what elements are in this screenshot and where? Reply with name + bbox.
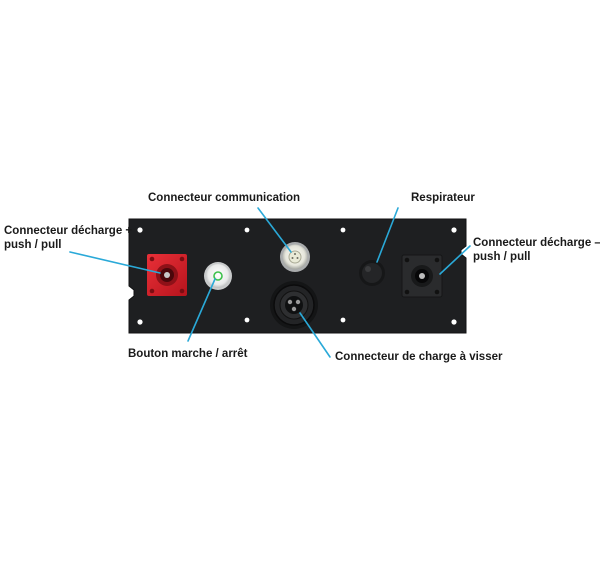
screw-hole [244,317,250,323]
label-communication: Connecteur communication [148,192,301,204]
power-button [204,262,232,290]
leader-lines [69,207,471,358]
label-discharge-plus-line1: Connecteur décharge + [4,225,133,237]
mounting-panel [128,218,467,334]
screw-hole [244,227,250,233]
leader-line-power-button [187,278,216,342]
label-discharge-plus: Connecteur décharge + push / pull [4,224,132,252]
discharge-minus-connector [401,254,443,298]
leader-line-discharge-plus [69,251,161,274]
charge-connector [270,281,318,329]
leader-line-breather [376,207,399,263]
label-charge-connector: Connecteur de charge à visser [335,351,503,363]
leader-line-charge-connector [299,312,331,358]
leader-line-discharge-minus [439,245,471,275]
screw-hole [451,319,457,325]
screw-hole [451,227,457,233]
power-led-ring [213,271,223,281]
breather-vent [359,260,385,286]
screw-hole [340,227,346,233]
label-discharge-minus-line1: Connecteur décharge – [473,237,600,249]
label-discharge-minus-line2: push / pull [473,251,531,263]
label-discharge-minus: Connecteur décharge – push / pull [473,236,600,264]
label-discharge-plus-line2: push / pull [4,239,62,251]
communication-connector [280,242,310,272]
screw-hole [137,227,143,233]
discharge-plus-connector [147,254,187,296]
leader-line-communication [257,207,292,253]
label-power-button: Bouton marche / arrêt [128,348,248,360]
screw-hole [340,317,346,323]
screw-hole [137,319,143,325]
label-breather: Respirateur [411,192,475,204]
